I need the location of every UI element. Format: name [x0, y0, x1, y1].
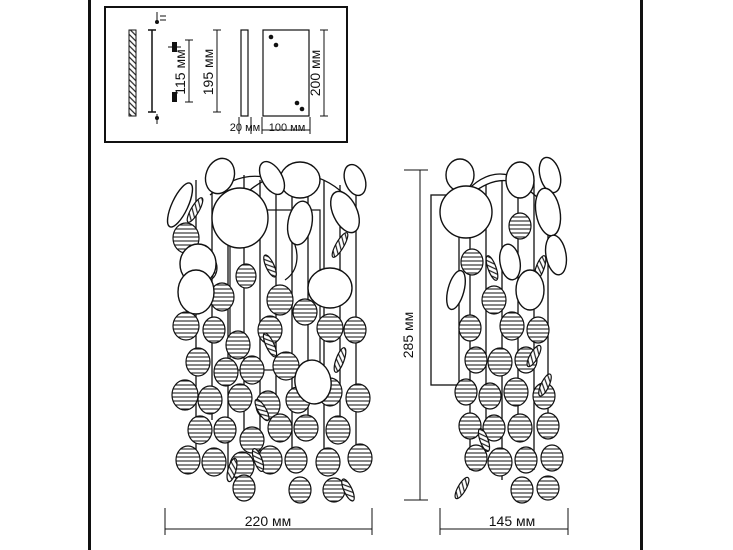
dimension-100: 100 мм — [269, 122, 306, 134]
frame-right-border — [640, 0, 643, 550]
mounting-detail-box — [104, 6, 348, 143]
dimension-20: 20 мм — [230, 122, 260, 134]
bracket-side — [240, 29, 249, 117]
side-width-dimension: 145 мм — [489, 513, 536, 529]
dimension-115: 115 мм — [172, 49, 188, 94]
front-view: 220 мм — [164, 157, 373, 535]
side-view: 285 мм 145 мм — [400, 156, 569, 535]
front-width-dimension: 220 мм — [245, 513, 292, 529]
frame-left-border — [88, 0, 91, 550]
dimension-195: 195 мм — [200, 49, 216, 96]
screw-icon — [172, 92, 177, 102]
mounting-detail: 115 мм 195 мм 200 мм 20 мм 100 мм — [128, 12, 328, 134]
mounting-plate — [262, 29, 310, 117]
dimension-200: 200 мм — [307, 50, 323, 97]
wall-section — [128, 29, 137, 117]
side-height-dimension: 285 мм — [400, 312, 416, 359]
